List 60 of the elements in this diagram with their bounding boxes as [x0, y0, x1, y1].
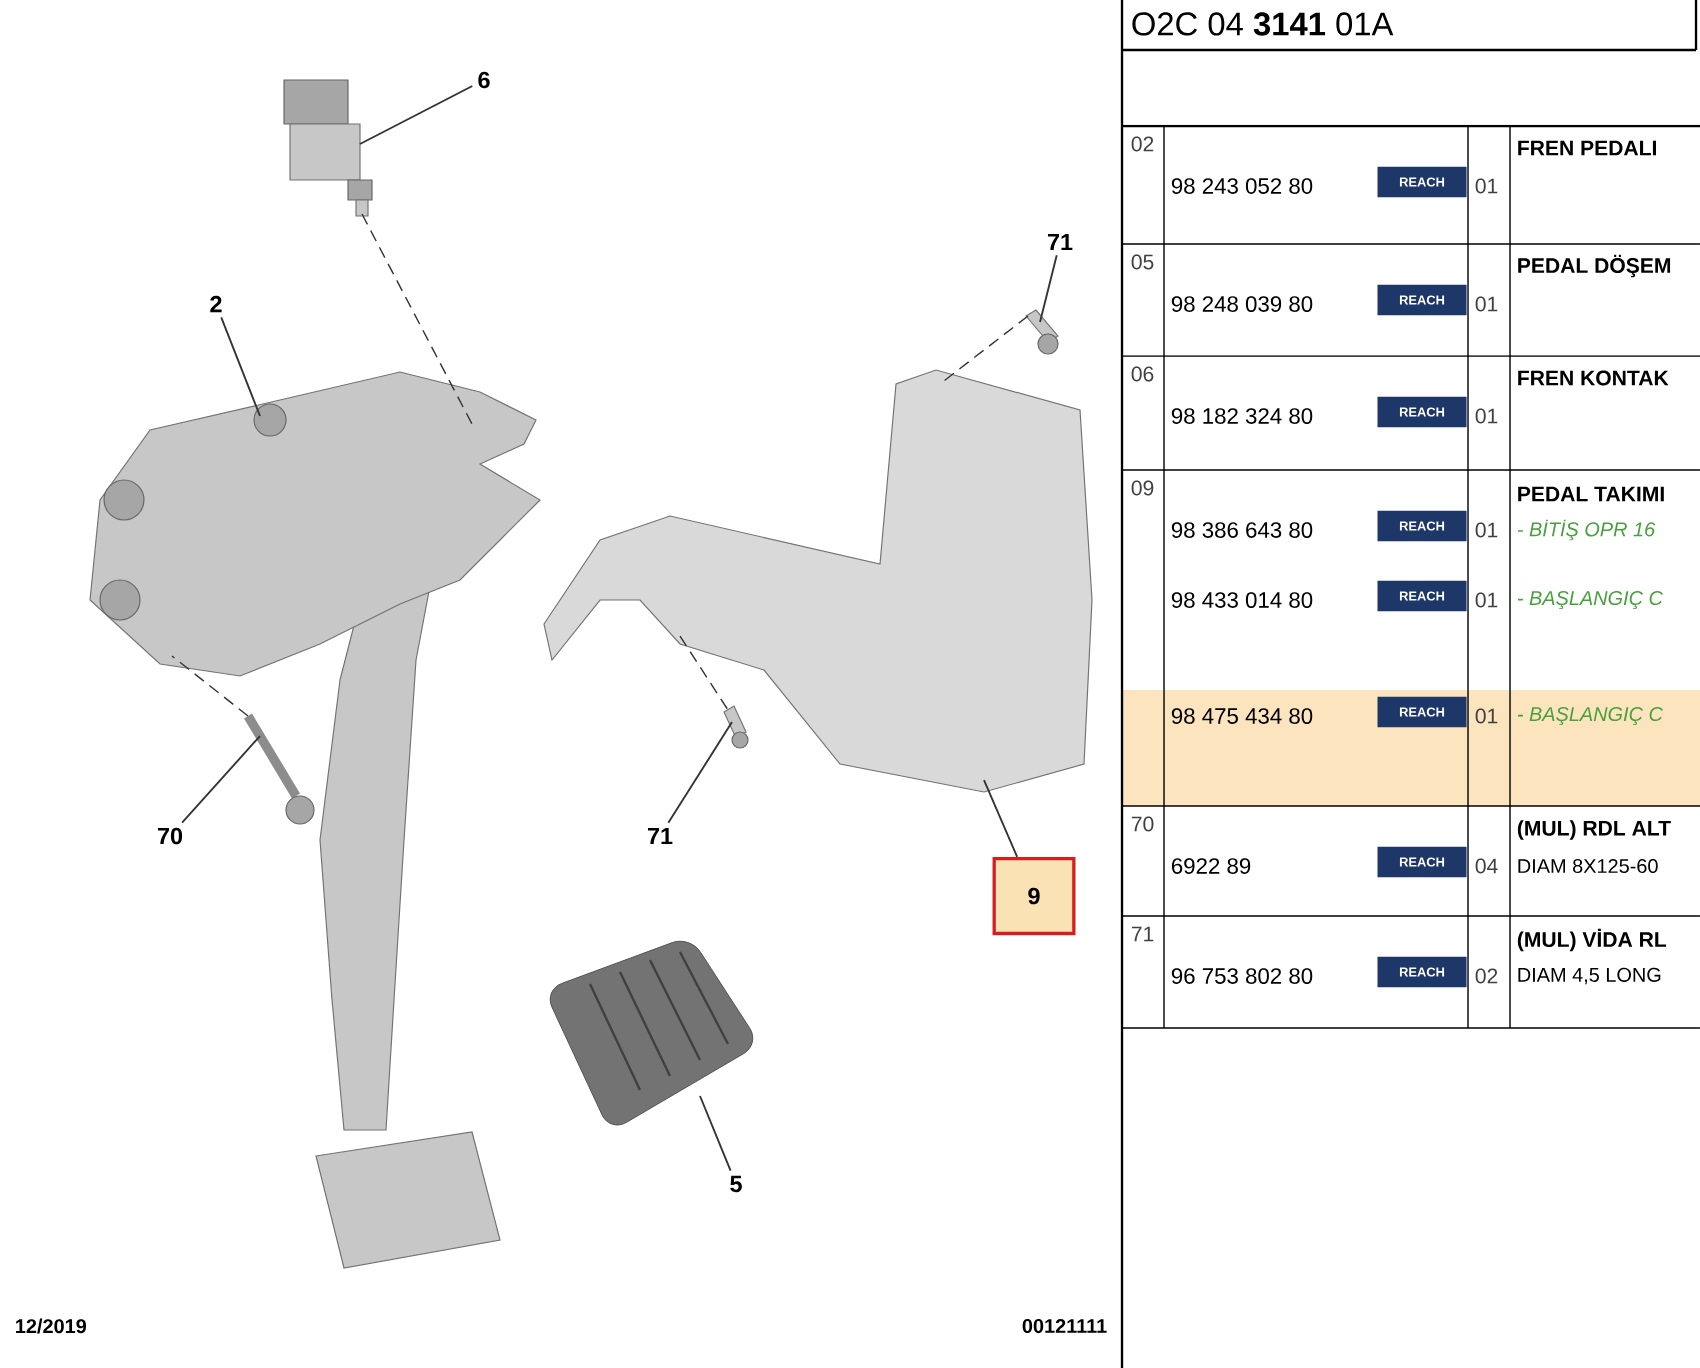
quantity: 01: [1475, 708, 1498, 724]
leader-line: [359, 85, 474, 145]
row-number: 06: [1131, 366, 1154, 382]
assembly-line: [939, 315, 1029, 385]
screw-drawing: [723, 705, 749, 749]
assembly-line: [361, 213, 473, 425]
row-number: 02: [1131, 136, 1154, 152]
table-header: O2C 04 3141 01A: [1132, 12, 1394, 36]
part-name: PEDAL TAKIMI: [1518, 486, 1664, 502]
callout-number: 5: [730, 1175, 742, 1193]
leader-line: [699, 1095, 732, 1172]
part-name: FREN KONTAK: [1518, 370, 1669, 386]
part-name: FREN PEDALI: [1518, 140, 1656, 156]
leader-line: [1039, 254, 1058, 323]
part-name: (MUL) RDL ALT: [1517, 820, 1671, 840]
pedal-pad-drawing: [549, 940, 754, 1126]
part-number: 98 182 324 80: [1171, 408, 1313, 424]
switch-drawing: [283, 79, 373, 217]
part-number: 96 753 802 80: [1171, 968, 1313, 984]
leader-line: [181, 735, 261, 824]
drawing-number: 00121111: [1022, 1319, 1107, 1334]
part-number: 6922 89: [1171, 858, 1251, 874]
row-number: 09: [1131, 480, 1154, 496]
quantity: 02: [1475, 968, 1498, 984]
highlighted-callout: 9: [992, 856, 1076, 936]
assembly-line: [679, 635, 729, 711]
callout-number: 6: [478, 71, 490, 89]
variant-note: - BAŞLANGIÇ C: [1517, 707, 1663, 725]
quantity: 01: [1475, 592, 1498, 608]
callout-number: 2: [210, 295, 222, 313]
date-code: 12/2019: [16, 1318, 87, 1334]
pedal-assembly-drawing: [89, 371, 541, 1269]
screw-drawing: [1025, 309, 1059, 355]
part-number: 98 248 039 80: [1171, 296, 1313, 312]
part-number: 98 243 052 80: [1171, 178, 1313, 194]
quantity: 01: [1475, 178, 1498, 194]
row-number: 71: [1131, 926, 1154, 942]
quantity: 01: [1475, 296, 1498, 312]
quantity: 01: [1475, 522, 1498, 538]
callout-number: 71: [647, 827, 673, 845]
bolt-drawing: [244, 713, 315, 825]
quantity: 04: [1475, 858, 1498, 874]
quantity: 01: [1475, 408, 1498, 424]
callout-number: 71: [1047, 233, 1073, 251]
row-number: 05: [1131, 254, 1154, 270]
variant-note: - BAŞLANGIÇ C: [1517, 591, 1663, 609]
part-number: 98 386 643 80: [1171, 522, 1313, 538]
leader-line: [220, 316, 261, 417]
part-name: (MUL) VİDA RL: [1517, 928, 1667, 952]
leader-line: [983, 779, 1019, 858]
part-spec: DIAM 4,5 LONG: [1518, 967, 1661, 985]
variant-note: - BİTİŞ OPR 16: [1517, 519, 1656, 541]
part-number: 98 433 014 80: [1171, 592, 1313, 608]
part-spec: DIAM 8X125-60: [1518, 859, 1658, 874]
assembly-line: [171, 655, 249, 717]
row-number: 70: [1131, 816, 1154, 832]
part-name: PEDAL DÖŞEM: [1518, 254, 1671, 278]
cover-drawing: [543, 369, 1093, 793]
part-number: 98 475 434 80: [1171, 708, 1313, 724]
leader-line: [667, 721, 733, 824]
